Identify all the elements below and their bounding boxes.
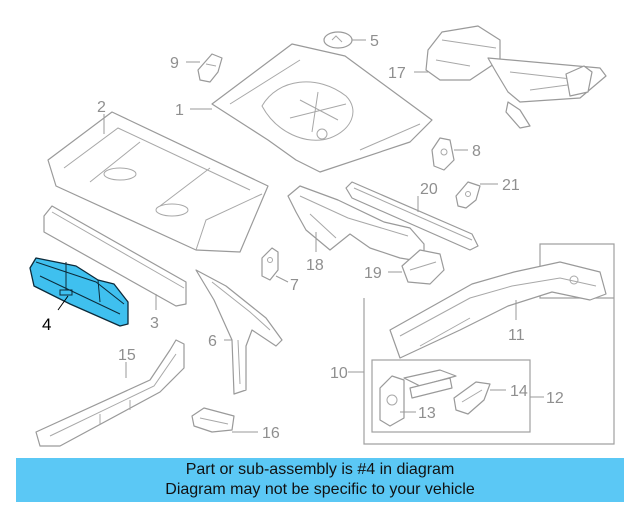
callout-15: 15 [118,347,136,364]
callout-9: 9 [170,55,179,72]
part-17-crossmember-assembly: 17 [388,25,607,129]
callout-12: 12 [546,390,564,407]
part-6-pillar: 6 [195,269,283,395]
callout-6: 6 [208,333,217,350]
callout-5: 5 [370,33,379,50]
callout-7: 7 [290,277,299,294]
callout-21: 21 [502,177,520,194]
part-19-bracket: 19 [364,249,445,285]
callout-3: 3 [150,315,159,332]
part-15-reinforcement: 15 [35,339,185,447]
callout-10: 10 [330,365,348,382]
part-10-group-box: 11 10 [330,243,615,445]
part-20-rail: 20 [345,181,479,251]
part-7-bracket: 7 [261,247,299,294]
part-5-plug: 5 [323,31,379,50]
callout-13: 13 [418,405,436,422]
callout-17: 17 [388,65,406,82]
info-banner: Part or sub-assembly is #4 in diagram Di… [16,458,624,502]
part-16-bracket: 16 [191,407,280,442]
banner-line-2: Diagram may not be specific to your vehi… [165,481,475,498]
part-2-front-floor-pan: 2 [47,99,269,253]
part-21-bracket: 21 [455,177,520,209]
callout-19: 19 [364,265,382,282]
part-1-rear-floor-pan: 1 [175,43,433,173]
callout-20: 20 [420,181,438,198]
callout-4: 4 [42,315,51,334]
callout-16: 16 [262,425,280,442]
part-3-side-member: 3 [43,205,187,332]
callout-1: 1 [175,102,184,119]
callout-8: 8 [472,143,481,160]
callout-14: 14 [510,383,528,400]
callout-2: 2 [97,99,106,116]
callout-18: 18 [306,257,324,274]
part-8-gusset: 8 [431,137,481,171]
part-9-bracket: 9 [170,53,223,83]
part-18-member: 18 [287,185,425,274]
banner-line-1: Part or sub-assembly is #4 in diagram [185,461,455,478]
part-4-highlighted-crossmember: 4 [29,257,129,334]
parts-diagram: 1 2 3 4 5 6 [29,25,615,447]
part-12-group-box: 12 13 14 [371,359,564,433]
callout-11: 11 [508,327,525,344]
